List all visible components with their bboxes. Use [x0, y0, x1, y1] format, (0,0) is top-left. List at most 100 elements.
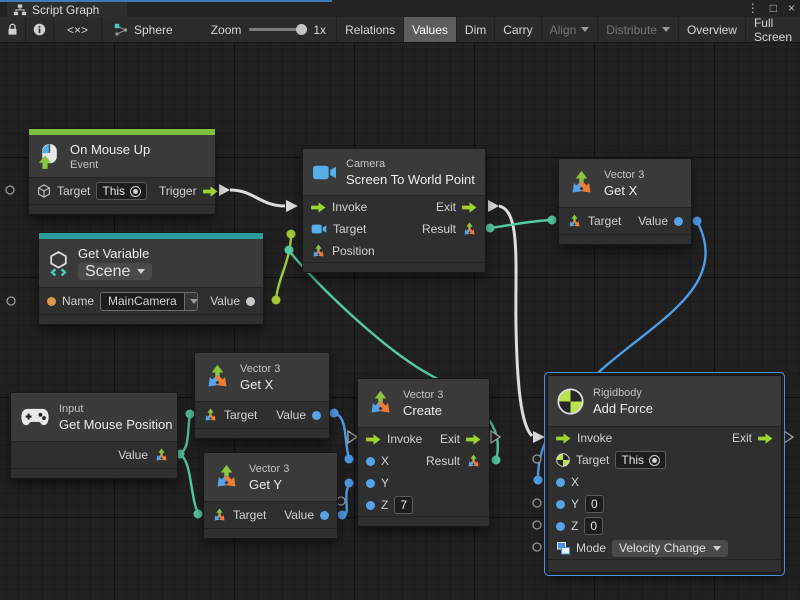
- value-port[interactable]: [312, 410, 321, 420]
- full-screen-button[interactable]: Full Screen: [753, 15, 792, 44]
- node-screen-to-world-point[interactable]: Camera Screen To World Point Invoke Exit…: [302, 148, 486, 273]
- vector3-icon: [466, 454, 481, 469]
- close-icon[interactable]: ×: [787, 1, 795, 15]
- z-port[interactable]: [556, 521, 565, 531]
- zoom-slider[interactable]: [249, 24, 308, 35]
- tab-title: Script Graph: [32, 2, 100, 17]
- distribute-button[interactable]: Distribute: [598, 17, 679, 42]
- flow-arrow-icon[interactable]: [462, 201, 477, 214]
- variable-name-dropdown[interactable]: MainCamera: [100, 291, 199, 311]
- x-port[interactable]: [366, 456, 375, 466]
- node-vector3-create[interactable]: Vector 3 Create Invoke Exit X Result Y Z: [357, 378, 490, 527]
- value-label: Value: [210, 294, 240, 308]
- node-title: Get X: [240, 376, 274, 392]
- tab-script-graph[interactable]: Script Graph: [7, 2, 127, 17]
- invoke-label: Invoke: [387, 432, 423, 446]
- exit-label: Exit: [435, 200, 456, 214]
- maximize-icon[interactable]: □: [769, 1, 777, 15]
- target-label: Target: [576, 453, 610, 467]
- vector3-icon: [213, 464, 240, 491]
- node-title: Get Variable: [78, 246, 150, 261]
- vector3-icon: [204, 364, 231, 391]
- y-value-field[interactable]: 0: [585, 495, 604, 513]
- value-port[interactable]: [246, 296, 255, 306]
- value-port[interactable]: [674, 216, 683, 226]
- result-label: Result: [425, 454, 460, 468]
- flow-arrow-icon[interactable]: [311, 201, 326, 214]
- mode-dropdown[interactable]: Velocity Change: [612, 539, 728, 557]
- x-label: X: [381, 454, 390, 468]
- node-get-y[interactable]: Vector 3 Get Y Target Value: [203, 452, 338, 539]
- variable-icon: [48, 251, 69, 276]
- exit-label: Exit: [731, 431, 752, 445]
- value-label: Value: [276, 408, 306, 422]
- chevron-down-icon: [189, 298, 198, 304]
- value-label: Value: [284, 508, 314, 522]
- value-port[interactable]: [320, 510, 329, 520]
- node-title: Get Y: [249, 476, 283, 492]
- values-button[interactable]: Values: [404, 17, 457, 42]
- camera-icon: [311, 223, 327, 235]
- node-add-force[interactable]: Rigidbody Add Force Invoke Exit Target T…: [547, 375, 782, 573]
- info-button[interactable]: [26, 17, 54, 42]
- mode-label: Mode: [576, 541, 607, 555]
- lock-button[interactable]: [0, 17, 26, 42]
- z-value-field[interactable]: 0: [584, 517, 604, 535]
- align-button[interactable]: Align: [542, 17, 599, 42]
- flow-arrow-icon[interactable]: [758, 432, 773, 445]
- object-picker-icon[interactable]: [649, 454, 661, 466]
- node-category: Vector 3: [249, 462, 290, 475]
- window-menu-icon[interactable]: ⋮: [746, 1, 759, 15]
- zoom-slider-handle[interactable]: [296, 24, 308, 35]
- graph-toolbar: <×> Sphere Zoom 1x Relations Values Dim …: [0, 15, 800, 44]
- target-label: Target: [333, 222, 367, 236]
- node-get-x-mid[interactable]: Vector 3 Get X Target Value: [194, 352, 330, 439]
- value-label: Value: [638, 214, 668, 228]
- x-port[interactable]: [556, 477, 565, 487]
- relations-button[interactable]: Relations: [337, 17, 405, 42]
- toolbar-buttons: Relations Values Dim Carry Align Distrib…: [337, 15, 800, 44]
- dim-button[interactable]: Dim: [457, 17, 496, 42]
- target-label: Target: [233, 508, 267, 522]
- variable-scope-dropdown[interactable]: Scene: [78, 263, 153, 280]
- event-color-bar: [29, 129, 215, 135]
- y-port[interactable]: [366, 478, 375, 488]
- rigidbody-icon: [556, 453, 570, 467]
- node-title: Get X: [604, 182, 638, 198]
- flow-arrow-icon[interactable]: [366, 433, 381, 446]
- node-get-x-top[interactable]: Vector 3 Get X Target Value: [558, 158, 692, 245]
- target-object-field[interactable]: This: [96, 182, 148, 200]
- flow-arrow-icon[interactable]: [556, 432, 571, 445]
- z-port[interactable]: [366, 500, 375, 510]
- name-port[interactable]: [47, 296, 56, 306]
- object-picker-icon[interactable]: [130, 185, 142, 197]
- node-footer: [29, 204, 215, 214]
- target-object-field[interactable]: This: [615, 451, 667, 469]
- carry-button[interactable]: Carry: [495, 17, 542, 42]
- lock-icon: [7, 23, 18, 36]
- y-label: Y: [571, 497, 580, 511]
- target-label: Target: [224, 408, 258, 422]
- cube-icon: [37, 184, 51, 198]
- node-get-variable[interactable]: Get Variable Scene Name MainCamera Value: [38, 232, 264, 325]
- node-category: Vector 3: [604, 168, 645, 181]
- node-get-mouse-position[interactable]: Input Get Mouse Position Value: [10, 392, 178, 479]
- flow-arrow-icon[interactable]: [466, 433, 481, 446]
- node-on-mouse-up[interactable]: On Mouse Up Event Target This Trigger: [28, 128, 216, 215]
- node-title: Add Force: [593, 400, 653, 416]
- node-category: Vector 3: [403, 388, 444, 401]
- chevron-down-icon: [661, 27, 670, 32]
- active-tab-accent: [0, 0, 332, 2]
- target-label: Target: [57, 184, 91, 198]
- chevron-down-icon: [137, 269, 146, 274]
- rigidbody-icon: [557, 388, 584, 415]
- z-value-field[interactable]: 7: [394, 496, 414, 514]
- node-category: Rigidbody: [593, 386, 642, 399]
- x-label: X: [571, 475, 580, 489]
- overview-button[interactable]: Overview: [679, 17, 746, 42]
- z-label: Z: [571, 519, 579, 533]
- node-category: Input: [59, 402, 84, 415]
- edit-graph-button[interactable]: <×>: [54, 17, 102, 42]
- y-port[interactable]: [556, 499, 565, 509]
- flow-arrow-icon[interactable]: [203, 185, 218, 198]
